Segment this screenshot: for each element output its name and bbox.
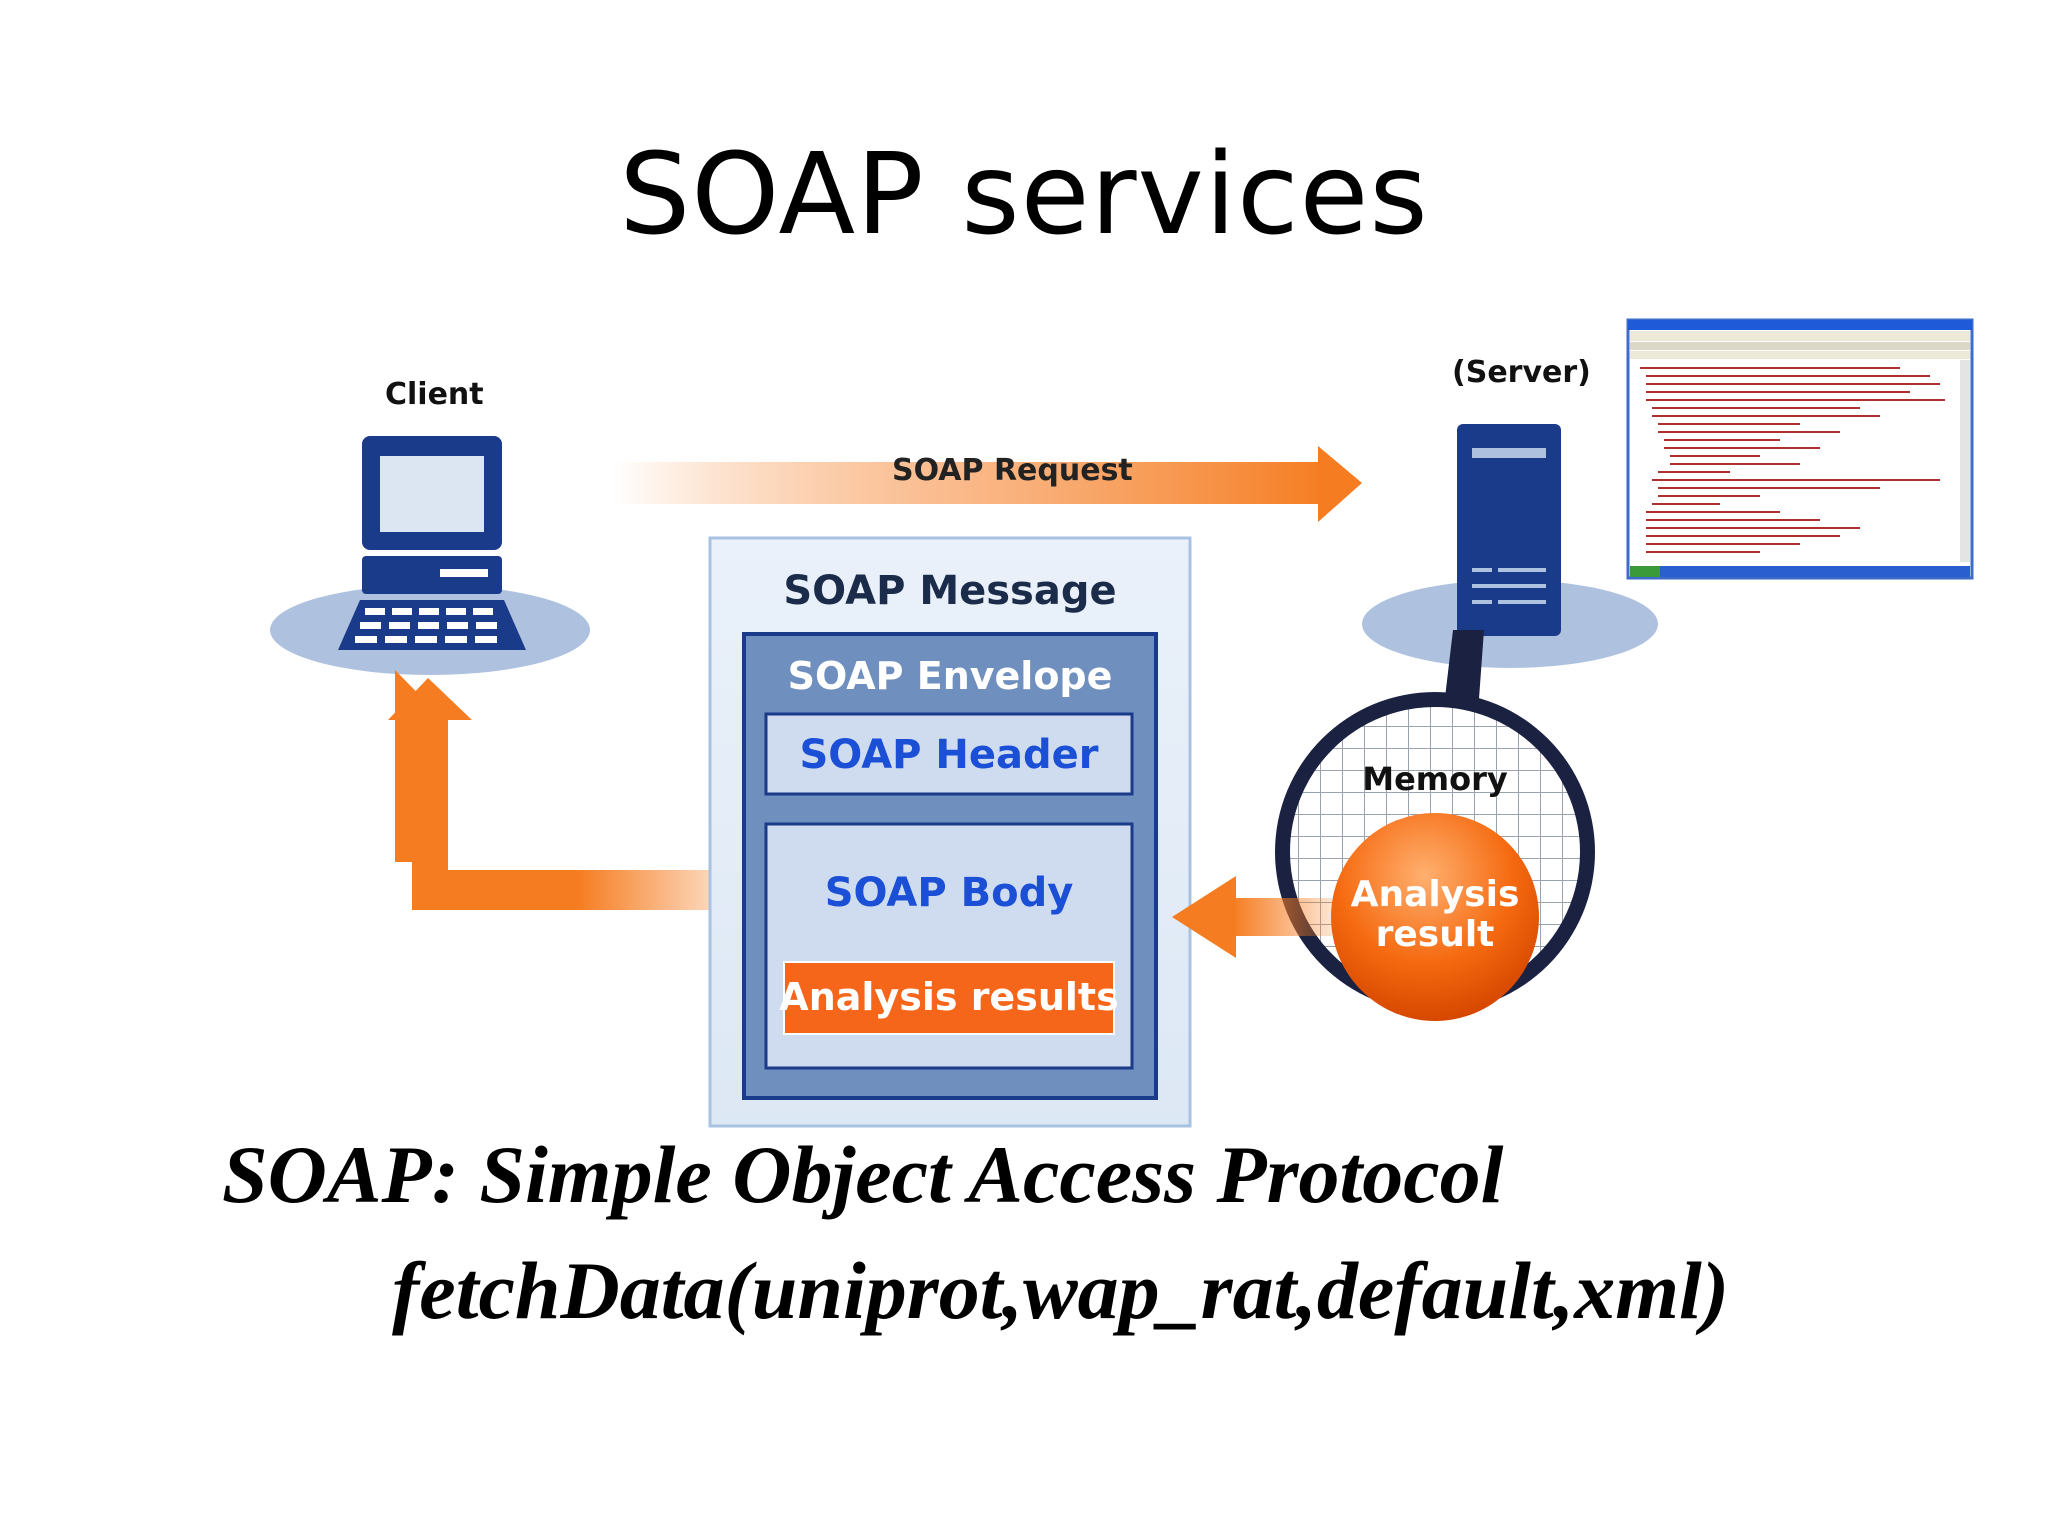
soap-message-label: SOAP Message: [783, 568, 1116, 614]
analysis-results-label: Analysis results: [779, 975, 1118, 1019]
analysis-result-line1: Analysis: [1351, 874, 1520, 915]
server-icon: [1362, 424, 1658, 668]
caption-example-call: fetchData(uniprot,wap_rat,default,xml): [392, 1245, 1730, 1336]
soap-envelope-label: SOAP Envelope: [788, 654, 1113, 698]
memory-to-body-arrow: [1172, 876, 1332, 958]
soap-request-arrow: [612, 446, 1362, 522]
browser-window-thumbnail: [1626, 318, 1974, 580]
caption-acronym: SOAP: Simple Object Access Protocol: [222, 1129, 1504, 1220]
client-label: Client: [385, 377, 484, 412]
soap-header-label: SOAP Header: [799, 732, 1098, 778]
server-label: (Server): [1452, 355, 1591, 390]
client-computer-icon: [270, 436, 590, 675]
soap-response-arrow: [388, 670, 742, 910]
analysis-result-ball: [1331, 813, 1539, 1021]
analysis-result-line2: result: [1376, 914, 1495, 955]
soap-body-label: SOAP Body: [825, 870, 1074, 916]
memory-label: Memory: [1362, 760, 1508, 798]
soap-header-box: [764, 712, 1134, 796]
slide-title: SOAP services: [619, 130, 1429, 260]
soap-request-label: SOAP Request: [892, 453, 1133, 488]
analysis-results-box: [783, 961, 1115, 1035]
